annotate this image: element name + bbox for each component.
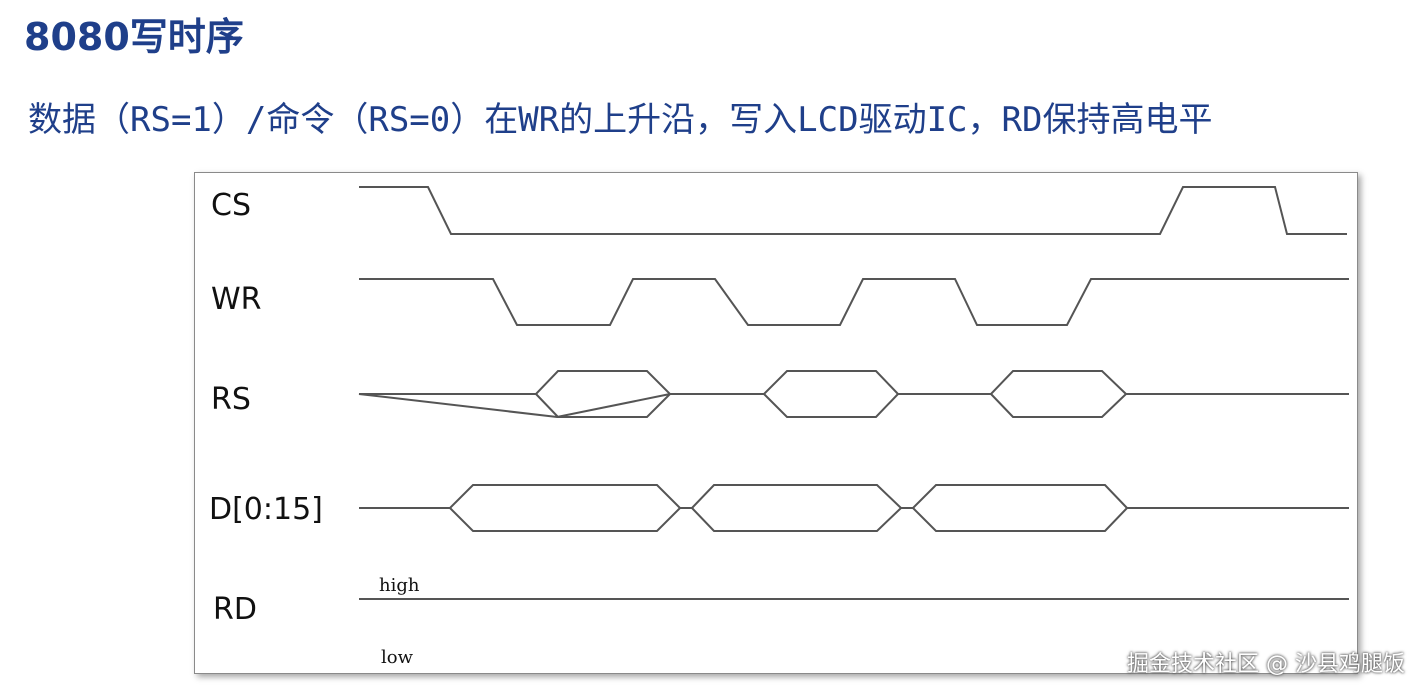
data-bus-waveform — [359, 484, 1349, 532]
rs-label: RS — [211, 382, 251, 417]
rs-waveform — [358, 370, 1349, 419]
wr-waveform — [359, 278, 1349, 326]
page-title: 8080写时序 — [24, 15, 244, 59]
cs-waveform — [359, 186, 1347, 235]
wr-label: WR — [211, 282, 262, 317]
rd-label: RD — [213, 592, 257, 627]
page-subtitle: 数据（RS=1）/命令（RS=0）在WR的上升沿，写入LCD驱动IC，RD保持高… — [28, 100, 1213, 140]
timing-diagram-canvas: CS WR RS D[0:15] RD high low — [209, 186, 1349, 668]
rd-low-label: low — [381, 647, 414, 668]
data-bus-label: D[0:15] — [209, 492, 323, 527]
cs-label: CS — [211, 188, 251, 223]
watermark: 掘金技术社区 @ 沙县鸡腿饭 — [1127, 652, 1405, 677]
timing-diagram: CS WR RS D[0:15] RD high low — [194, 172, 1358, 674]
rd-high-label: high — [379, 575, 420, 596]
